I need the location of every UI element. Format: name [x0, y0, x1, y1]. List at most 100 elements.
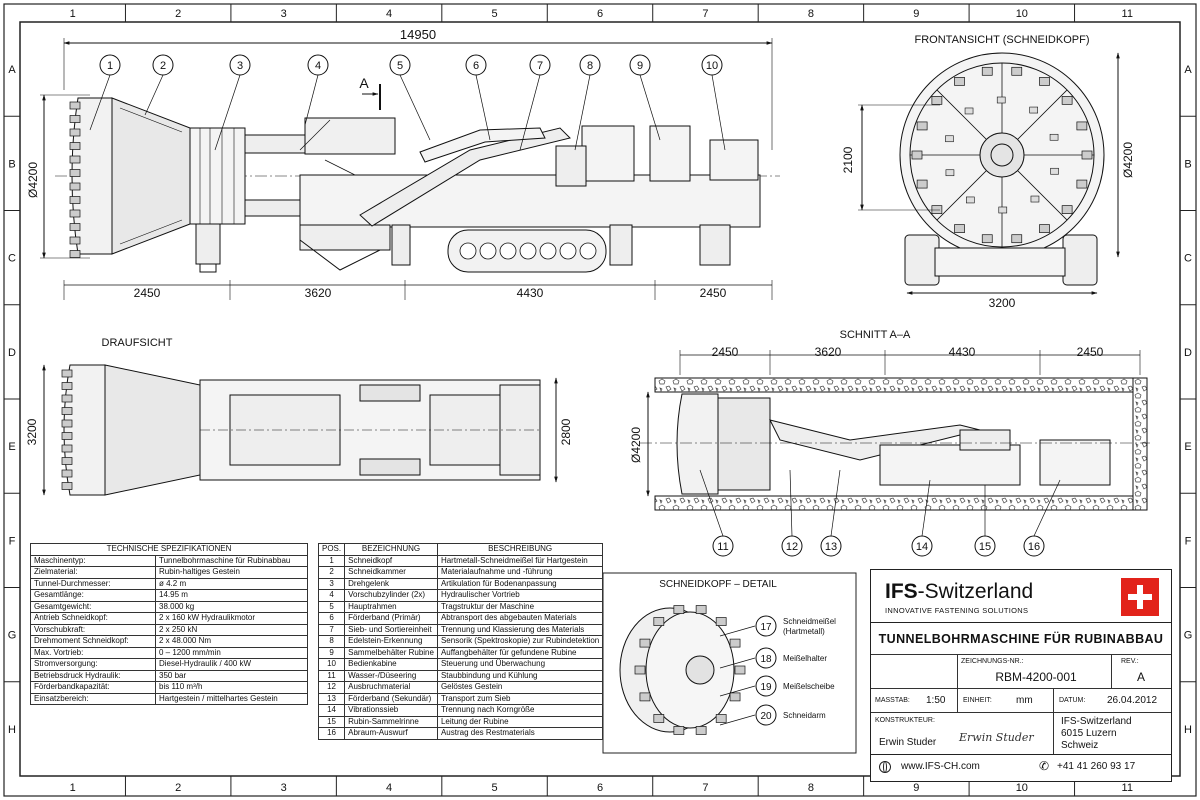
- parts-name: Schneidkammer: [344, 566, 438, 579]
- grid-col-label: 5: [491, 782, 497, 794]
- callout-circle: [629, 54, 651, 76]
- spec-row: Tunnel-Durchmesser:ø 4.2 m: [30, 577, 308, 590]
- parts-desc: Auffangbehälter für gefundene Rubine: [436, 646, 604, 659]
- front-height-label: 2100: [841, 146, 855, 173]
- spec-key: Antrieb Schneidkopf:: [30, 612, 156, 625]
- parts-desc: Artikulation für Bodenanpassung: [436, 577, 604, 590]
- company-tagline: INNOVATIVE FASTENING SOLUTIONS: [885, 606, 1029, 615]
- spec-value: Rubin-haltiges Gestein: [155, 566, 308, 579]
- spec-key: Tunnel-Durchmesser:: [30, 577, 156, 590]
- callout-circle: [99, 54, 121, 76]
- parts-name: Bedienkabine: [344, 658, 438, 671]
- spec-row: Zielmaterial:Rubin-haltiges Gestein: [30, 566, 308, 579]
- detail-item-label: Schneidmeißel: [783, 617, 836, 626]
- parts-name: Rubin-Sammelrinne: [344, 715, 438, 728]
- spec-row: Betriebsdruck Hydraulik:350 bar: [30, 669, 308, 682]
- front-width-label: 3200: [989, 296, 1016, 310]
- grid-row-label: E: [8, 441, 15, 453]
- grid-row-label: H: [8, 724, 16, 736]
- globe-icon: [879, 761, 891, 773]
- side-segment-dim: 2450: [700, 286, 727, 300]
- spec-row: Gesamtlänge:14.95 m: [30, 589, 308, 602]
- parts-desc: Staubbindung und Kühlung: [436, 669, 604, 682]
- grid-col-label: 6: [597, 782, 603, 794]
- detail-callout-number: 20: [760, 711, 772, 722]
- top-view-title: DRAUFSICHT: [102, 337, 173, 349]
- callout-number: 11: [717, 541, 728, 553]
- phone-icon: ✆: [1039, 759, 1050, 773]
- parts-pos: 10: [317, 658, 346, 671]
- scale-label: MASSTAB:: [875, 697, 910, 704]
- parts-desc: Abtransport des abgebauten Materials: [436, 612, 604, 625]
- callout-number: 8: [587, 60, 593, 72]
- detail-callout-number: 19: [760, 682, 772, 693]
- overall-length-label: 14950: [400, 27, 436, 42]
- grid-row-label: A: [8, 64, 16, 76]
- grid-col-label: 2: [175, 782, 181, 794]
- parts-name: Vorschubzylinder (2x): [344, 589, 438, 602]
- parts-name: Wasser-/Düseering: [344, 669, 438, 682]
- unit-label: EINHEIT:: [963, 697, 992, 704]
- title-block: IFS-Switzerland INNOVATIVE FASTENING SOL…: [870, 569, 1172, 782]
- grid-col-label: 5: [491, 8, 497, 20]
- parts-pos: 8: [317, 635, 346, 648]
- grid-col-label: 3: [281, 782, 287, 794]
- detail-item-label: Schneidarm: [783, 711, 826, 720]
- side-segment-dim: 3620: [305, 286, 332, 300]
- callout-number: 6: [473, 60, 479, 72]
- spec-value: Hartgestein / mittelhartes Gestein: [155, 692, 308, 705]
- spec-value: 38.000 kg: [155, 600, 308, 613]
- phone-number: +41 41 260 93 17: [1057, 761, 1136, 772]
- section-segment-dim: 2450: [712, 345, 739, 359]
- website-link[interactable]: www.IFS-CH.com: [901, 761, 980, 772]
- detail-title: SCHNEIDKOPF – DETAIL: [659, 579, 777, 590]
- spec-key: Betriebsdruck Hydraulik:: [30, 669, 156, 682]
- callout-number: 5: [397, 60, 403, 72]
- parts-pos: 6: [317, 612, 346, 625]
- top-view: [42, 364, 558, 496]
- parts-desc: Leitung der Rubine: [436, 715, 604, 728]
- grid-col-label: 3: [281, 8, 287, 20]
- detail-callout-number: 17: [760, 622, 772, 633]
- spec-key: Gesamtgewicht:: [30, 600, 156, 613]
- top-width-right-label: 2800: [559, 418, 573, 445]
- designer-label: KONSTRUKTEUR:: [875, 717, 935, 724]
- designer-name: Erwin Studer: [879, 737, 937, 748]
- side-segment-dim: 4430: [517, 286, 544, 300]
- grid-col-label: 7: [702, 8, 708, 20]
- parts-desc: Hartmetall-Schneidmeißel für Hartgestein: [436, 554, 604, 567]
- drawing-title: TUNNELBOHRMASCHINE FÜR RUBINABBAU: [878, 632, 1164, 646]
- section-segment-dim: 2450: [1077, 345, 1104, 359]
- parts-name: Sieb- und Sortiereinheit: [344, 623, 438, 636]
- spec-value: bis 110 m³/h: [155, 681, 308, 694]
- parts-pos: 12: [317, 681, 346, 694]
- unit-value: mm: [1016, 695, 1033, 706]
- callout-number: 9: [637, 60, 643, 72]
- callout-number: 3: [237, 60, 243, 72]
- grid-row-label: F: [9, 535, 16, 547]
- parts-pos: 15: [317, 715, 346, 728]
- spec-value: 14.95 m: [155, 589, 308, 602]
- section-segment-dim: 4430: [949, 345, 976, 359]
- detail-frame: [602, 572, 857, 754]
- grid-row-label: G: [1184, 630, 1193, 642]
- callout-circle: [152, 54, 174, 76]
- detail-callout-circle: [755, 647, 777, 669]
- spec-value: ø 4.2 m: [155, 577, 308, 590]
- designer-signature: Erwin Studer: [959, 731, 1034, 744]
- detail-drawing: [619, 605, 746, 735]
- company-address: IFS-Switzerland 6015 Luzern Schweiz: [1061, 716, 1132, 751]
- rev-label: REV.:: [1121, 658, 1139, 665]
- parts-desc: Materialaufnahme und -führung: [436, 566, 604, 579]
- parts-name: Vibrationssieb: [344, 704, 438, 717]
- parts-desc: Tragstruktur der Maschine: [436, 600, 604, 613]
